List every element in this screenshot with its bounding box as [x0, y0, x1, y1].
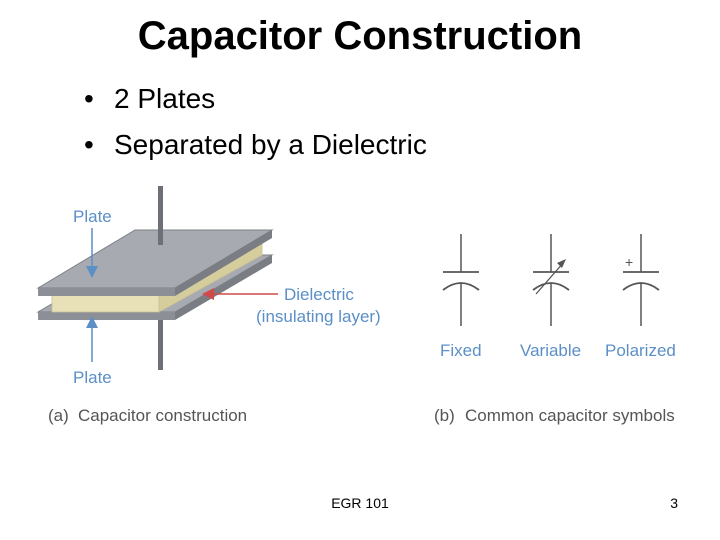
- caption-a: Capacitor construction: [78, 406, 247, 425]
- bullet-text: 2 Plates: [114, 83, 216, 114]
- dielectric-label: Dielectric: [284, 285, 354, 304]
- polarized-capacitor-symbol: +: [622, 234, 660, 326]
- top-lead: [158, 186, 163, 245]
- fixed-label: Fixed: [440, 341, 482, 360]
- capacitor-symbols: + Fixed Variable Polarized (b) Common ca…: [434, 234, 676, 425]
- bullet-marker: •: [84, 129, 94, 160]
- bullet-marker: •: [84, 83, 94, 114]
- bullet-item: • 2 Plates: [84, 76, 427, 122]
- dielectric-sublabel: (insulating layer): [256, 307, 381, 326]
- caption-a-letter: (a): [48, 406, 69, 425]
- caption-b: Common capacitor symbols: [465, 406, 675, 425]
- footer-course-label: EGR 101: [331, 495, 389, 511]
- plate-bottom-label: Plate: [73, 368, 112, 387]
- slide-page-number: 3: [670, 495, 678, 511]
- variable-capacitor-symbol: [532, 234, 570, 326]
- capacitor-construction-drawing: Plate Plate Dielectric (insulating layer…: [36, 186, 381, 425]
- bullet-text: Separated by a Dielectric: [114, 129, 427, 160]
- plate-top-label: Plate: [73, 207, 112, 226]
- polarity-plus-mark: +: [625, 254, 633, 270]
- slide-title: Capacitor Construction: [137, 14, 583, 58]
- caption-b-letter: (b): [434, 406, 455, 425]
- fixed-capacitor-symbol: [442, 234, 480, 326]
- bullet-item: • Separated by a Dielectric: [84, 122, 427, 168]
- bullet-list: • 2 Plates • Separated by a Dielectric: [84, 76, 427, 168]
- bottom-lead: [158, 318, 163, 370]
- polarized-label: Polarized: [605, 341, 676, 360]
- variable-label: Variable: [520, 341, 581, 360]
